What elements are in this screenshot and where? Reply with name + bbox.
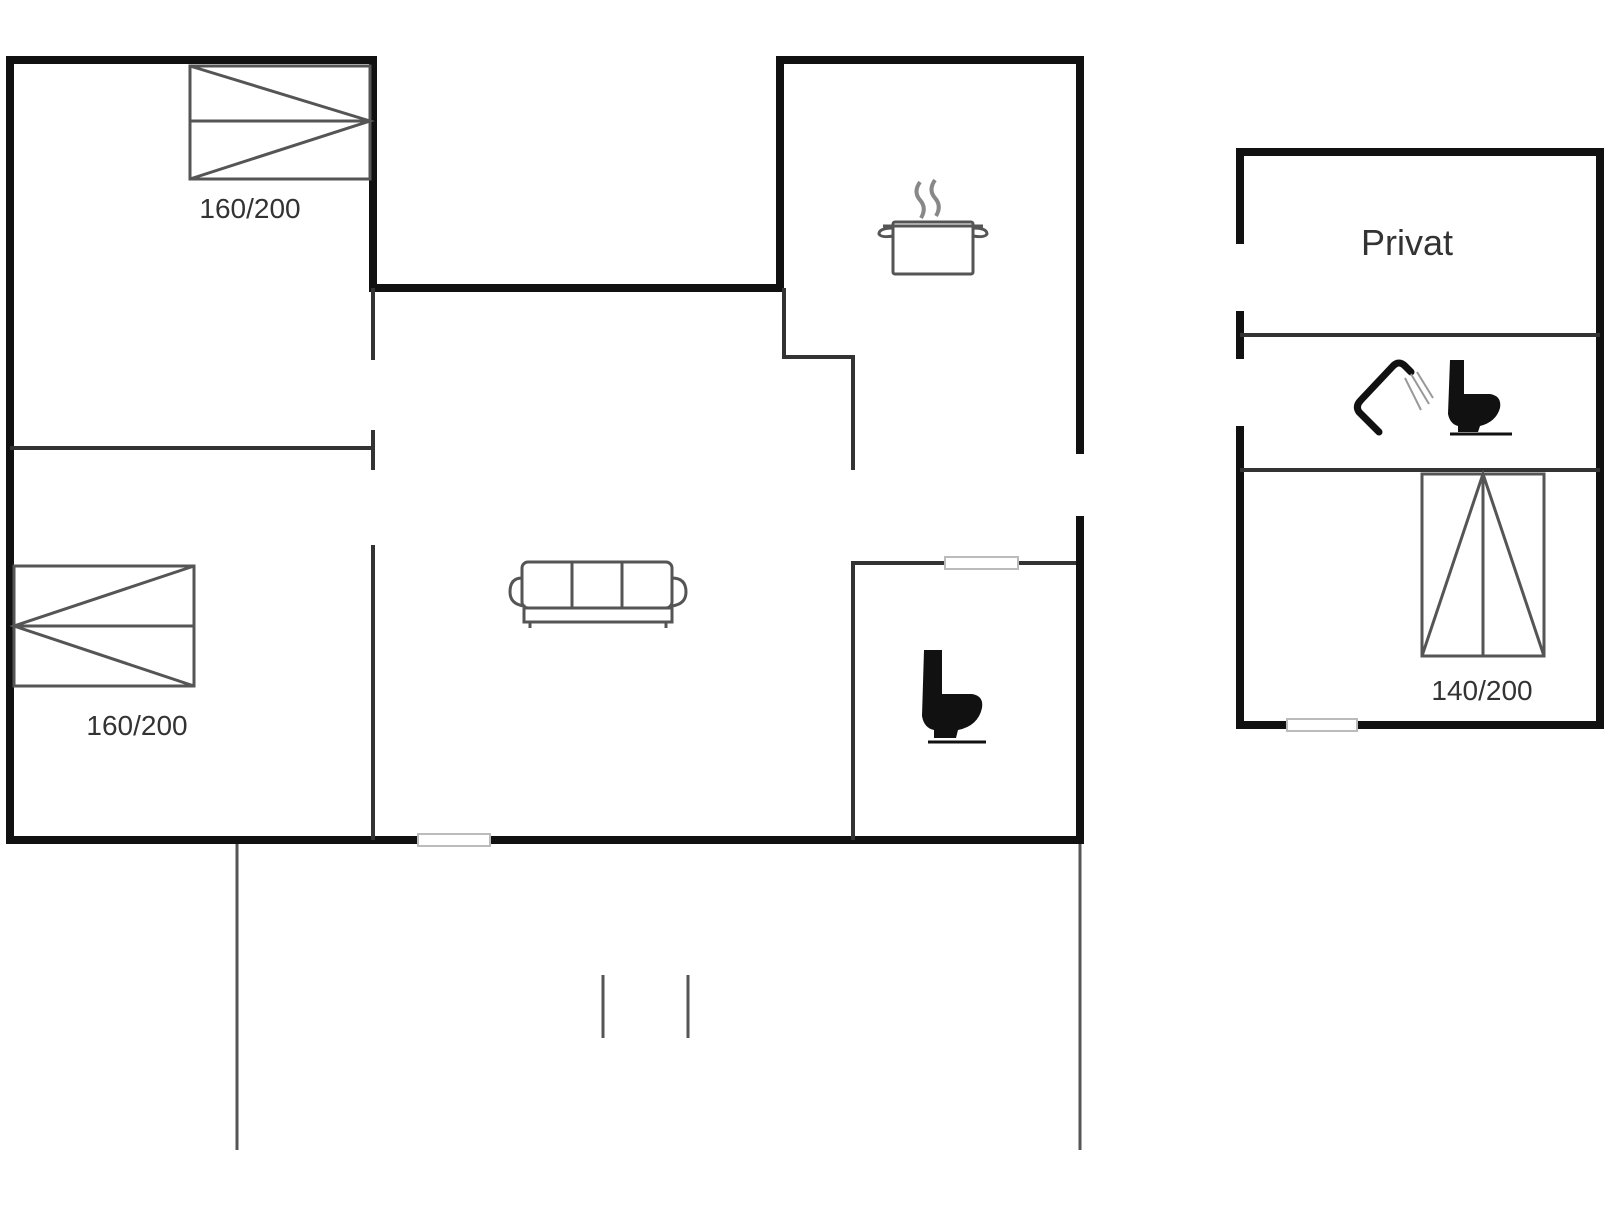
cooking-pot-icon — [877, 178, 989, 276]
bed-top-left — [188, 64, 376, 181]
bed-bottom-left — [9, 564, 196, 688]
shower-icon — [1353, 359, 1434, 436]
bed-annex-label: 140/200 — [1431, 675, 1532, 706]
bed-annex — [1420, 469, 1546, 658]
bed-top-left-label: 160/200 — [199, 193, 300, 224]
toilet-icon — [922, 650, 986, 744]
main-interior-walls — [10, 288, 1076, 840]
sofa-icon — [508, 560, 688, 628]
annex-walls — [1236, 148, 1604, 732]
toilet-annex-icon — [1448, 360, 1512, 436]
annex-interior-walls — [1240, 333, 1600, 472]
annex-room-label: Privat — [1361, 222, 1453, 263]
terrace-lines — [235, 844, 1082, 1150]
main-house-walls — [6, 56, 1084, 847]
bed-bottom-left-label: 160/200 — [86, 710, 187, 741]
